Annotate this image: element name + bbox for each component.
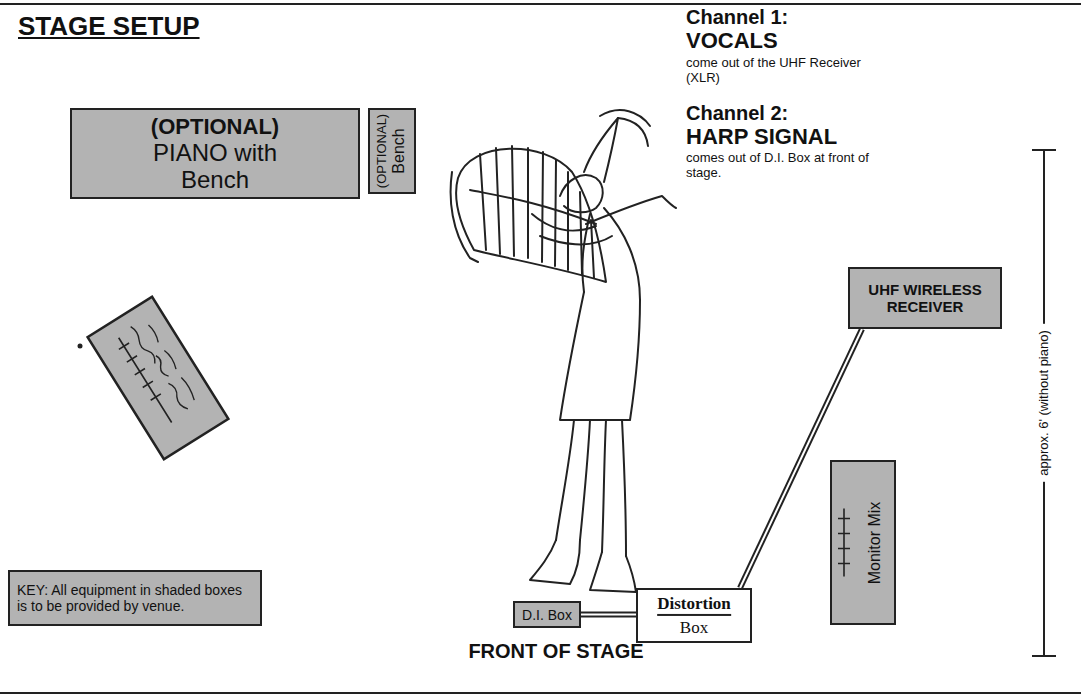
dimension-label: approx. 6' (without piano) bbox=[1037, 324, 1052, 482]
box-text: Box bbox=[657, 618, 731, 638]
box-text: Distortion bbox=[657, 593, 731, 616]
text-group: Monitor Mix bbox=[842, 501, 884, 584]
box-text: UHF WIRELESS RECEIVER bbox=[855, 281, 995, 316]
cable-core bbox=[581, 614, 636, 616]
channel-name: HARP SIGNAL bbox=[686, 124, 837, 149]
channel-heading: Channel 2: bbox=[686, 102, 788, 125]
scribbled-box bbox=[88, 297, 229, 459]
dot bbox=[78, 344, 83, 349]
key-box: KEY: All equipment in shaded boxes is to… bbox=[8, 570, 262, 626]
piano-box: (OPTIONAL)PIANO with Bench bbox=[70, 108, 360, 199]
text-group: D.I. Box bbox=[522, 606, 572, 622]
channel-note: come out of the UHF Receiver (XLR) bbox=[686, 56, 861, 86]
text-group: UHF WIRELESS RECEIVER bbox=[855, 281, 995, 316]
border-line bbox=[0, 3, 1081, 5]
box-text: (OPTIONAL) bbox=[140, 113, 290, 138]
border-line bbox=[0, 692, 1081, 694]
box-text: (OPTIONAL) bbox=[375, 114, 390, 188]
channel-note: comes out of D.I. Box at front of stage. bbox=[686, 151, 876, 181]
receiver-box: UHF WIRELESS RECEIVER bbox=[848, 267, 1002, 329]
text-group: (OPTIONAL)Bench bbox=[375, 114, 408, 188]
stage-edge-label: FRONT OF STAGE bbox=[468, 640, 643, 663]
cable bbox=[581, 614, 636, 615]
box-text: PIANO with Bench bbox=[140, 139, 290, 194]
box-text: Bench bbox=[390, 114, 408, 188]
box-text: D.I. Box bbox=[522, 606, 572, 622]
dimension-bracket bbox=[1032, 150, 1056, 656]
bench-box: (OPTIONAL)Bench bbox=[368, 108, 416, 194]
channel-heading: Channel 1: bbox=[686, 6, 788, 29]
distortion-box: DistortionBox bbox=[636, 588, 752, 643]
title: STAGE SETUP bbox=[18, 12, 200, 42]
text-group: (OPTIONAL)PIANO with Bench bbox=[140, 113, 290, 193]
text-group: KEY: All equipment in shaded boxes is to… bbox=[17, 582, 253, 614]
box-text: Monitor Mix bbox=[866, 501, 884, 584]
channel-name: VOCALS bbox=[686, 28, 778, 53]
harpist-figure bbox=[451, 110, 676, 592]
box-text: KEY: All equipment in shaded boxes is to… bbox=[17, 582, 253, 614]
monitor-box: Monitor Mix bbox=[830, 460, 896, 625]
cable-outline bbox=[581, 612, 636, 618]
text-group: DistortionBox bbox=[657, 593, 731, 637]
di-box: D.I. Box bbox=[513, 601, 581, 628]
